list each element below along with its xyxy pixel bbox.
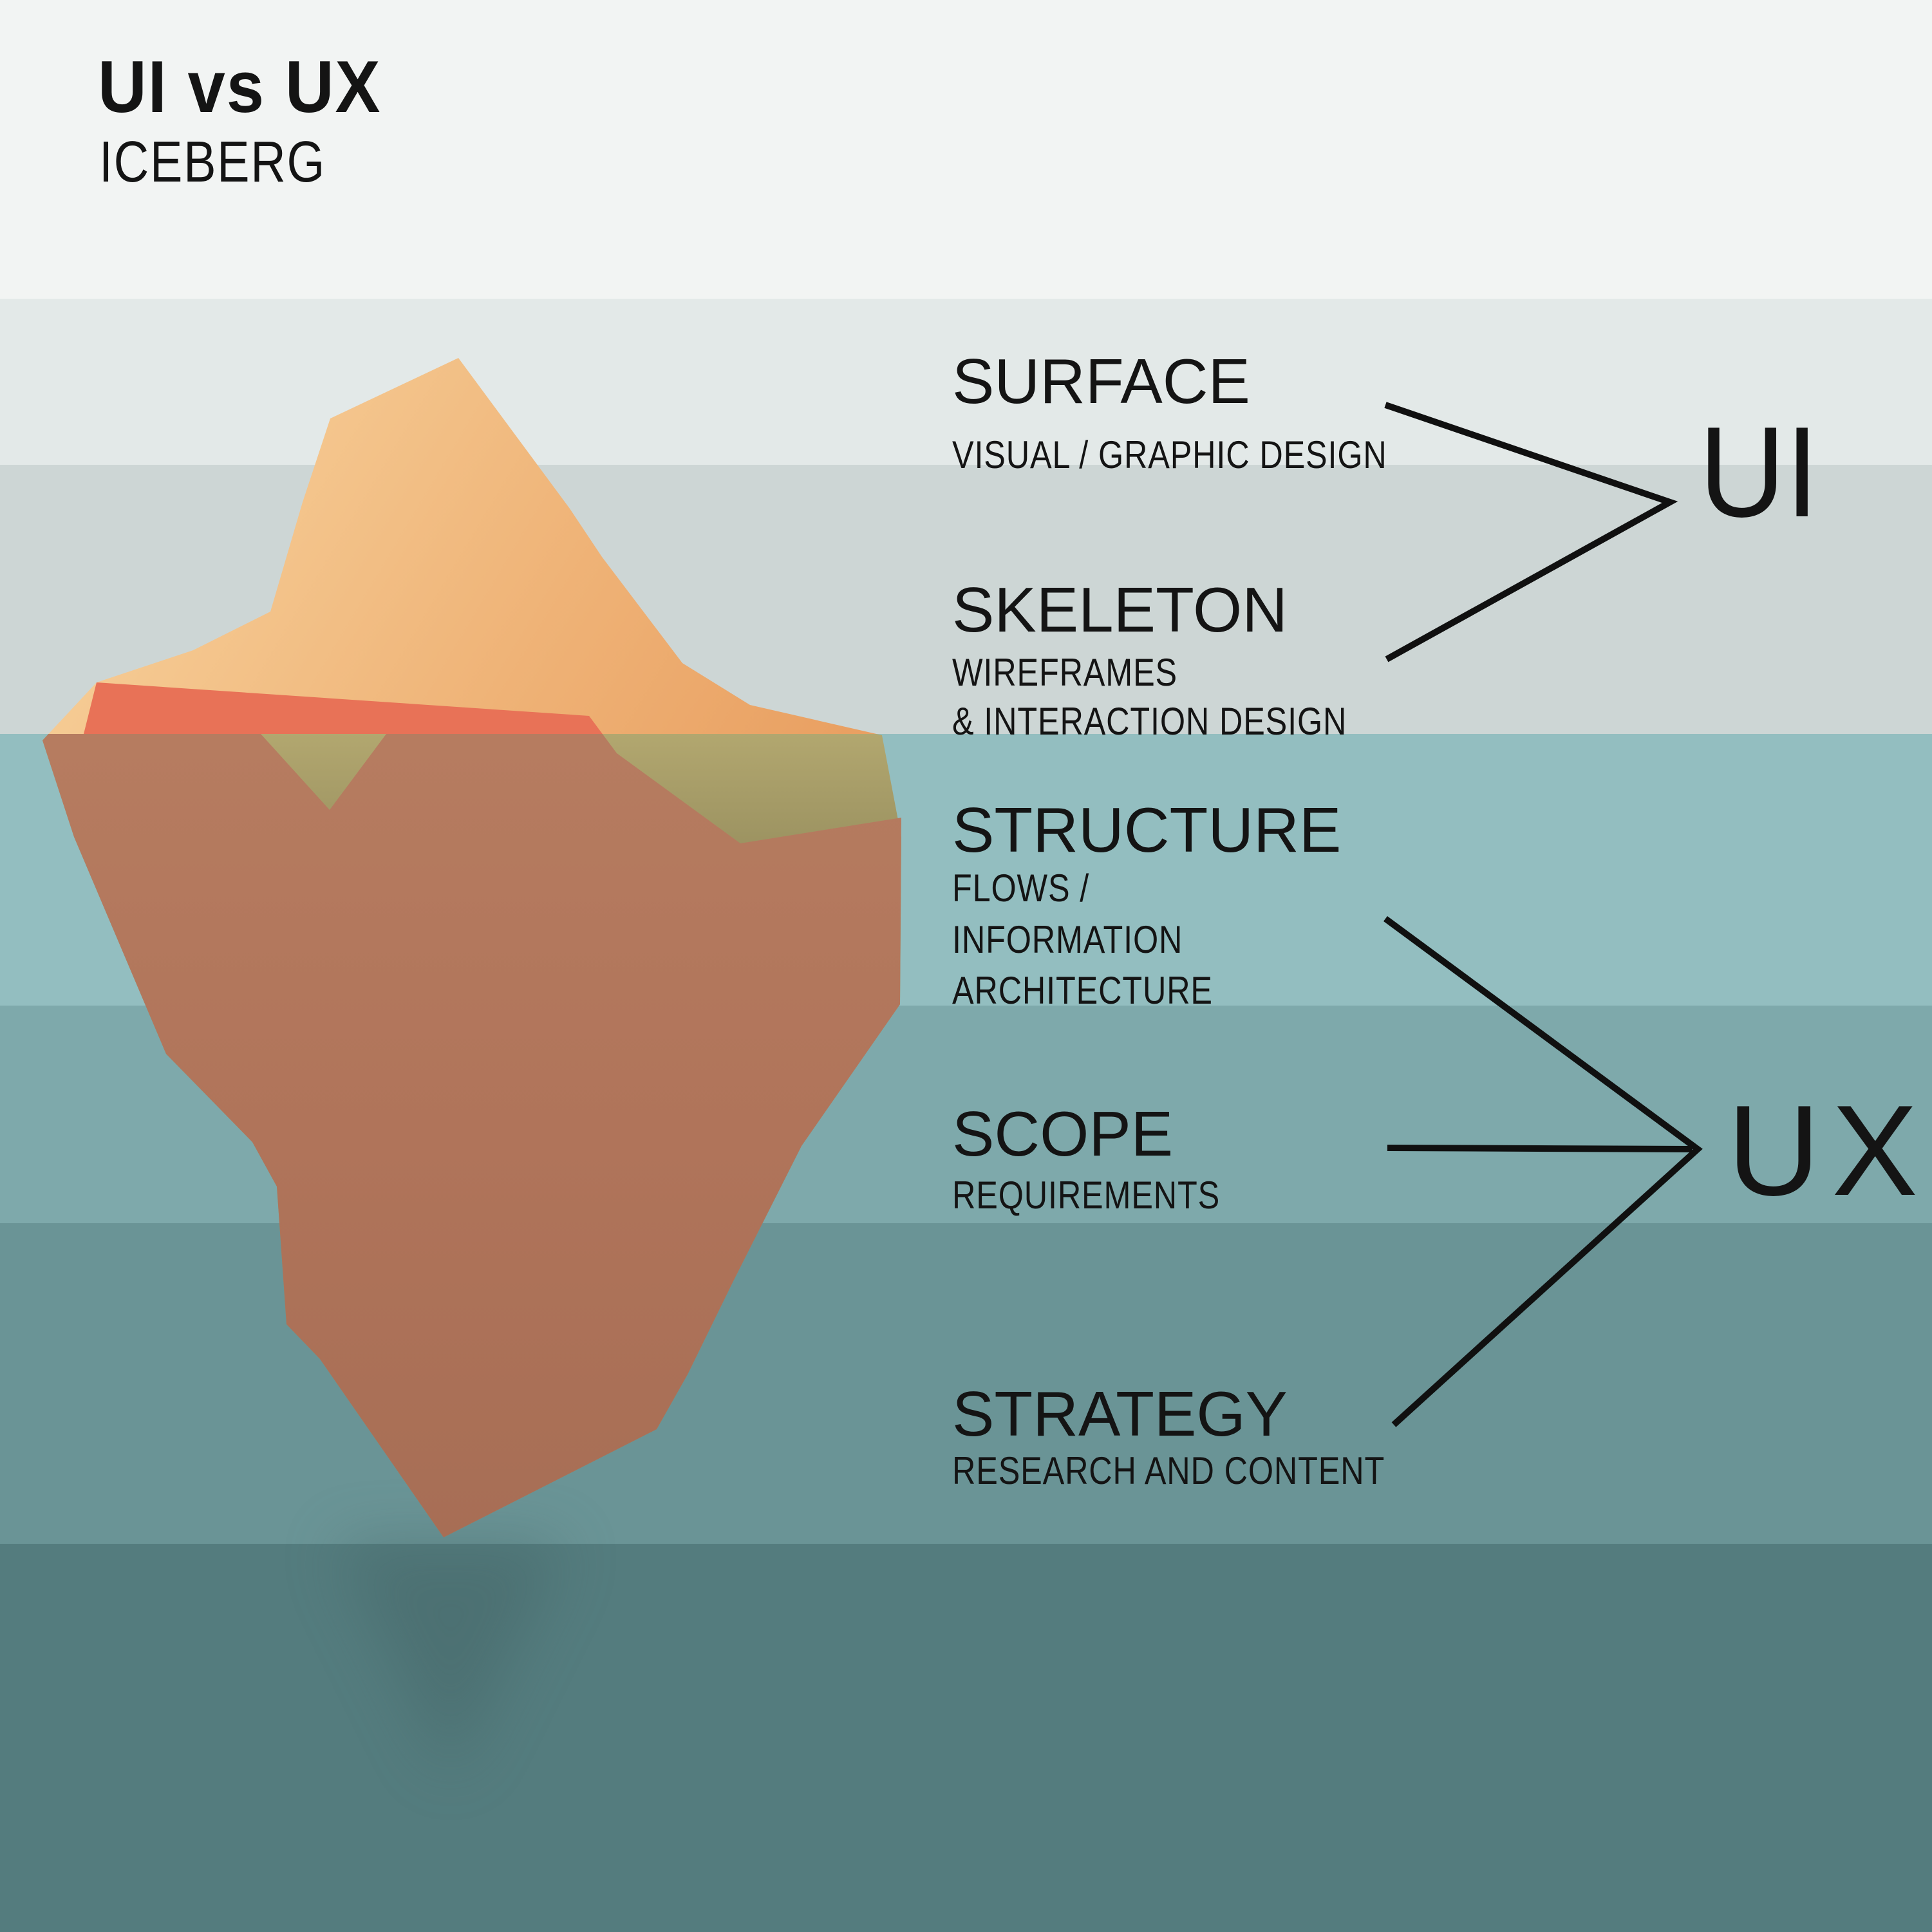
layer-subtext-skeleton-1: WIREFRAMES xyxy=(952,651,1178,694)
ui-connector-lines xyxy=(1384,402,1678,662)
ux-connector-lines xyxy=(1383,915,1703,1427)
water-band-6 xyxy=(0,1544,1932,1932)
sky-band xyxy=(0,0,1932,299)
layer-heading-strategy: STRATEGY xyxy=(952,1378,1288,1449)
layer-subtext-strategy: RESEARCH AND CONTENT xyxy=(952,1449,1385,1492)
layer-heading-surface: SURFACE xyxy=(952,346,1250,417)
iceberg-underwater-red-face xyxy=(42,734,901,1537)
layer-subtext-surface: VISUAL / GRAPHIC DESIGN xyxy=(952,433,1387,476)
layer-subtext-structure-2: INFORMATION xyxy=(952,918,1183,961)
layer-heading-scope: SCOPE xyxy=(952,1098,1174,1169)
layer-heading-structure: STRUCTURE xyxy=(952,794,1342,865)
layer-subtext-structure-3: ARCHITECTURE xyxy=(952,969,1213,1012)
ui-group-label: UI xyxy=(1699,400,1819,544)
iceberg-underwater-olive-notch xyxy=(261,734,386,810)
iceberg-above-water xyxy=(48,358,877,734)
ux-group-label: UX xyxy=(1727,1079,1929,1223)
layer-subtext-skeleton-2: & INTERACTION DESIGN xyxy=(952,700,1347,743)
layer-heading-skeleton: SKELETON xyxy=(952,574,1288,645)
water-band-1 xyxy=(0,299,1932,465)
layer-subtext-structure-1: FLOWS / xyxy=(952,867,1090,910)
iceberg-red-face-peak xyxy=(84,682,603,734)
iceberg-depth-shadow xyxy=(335,1544,567,1777)
page-subtitle: ICEBERG xyxy=(99,130,326,194)
ux-connector-line-scope xyxy=(1387,1145,1693,1152)
layer-subtext-scope: REQUIREMENTS xyxy=(952,1174,1221,1217)
page-title: UI vs UX xyxy=(98,46,382,128)
